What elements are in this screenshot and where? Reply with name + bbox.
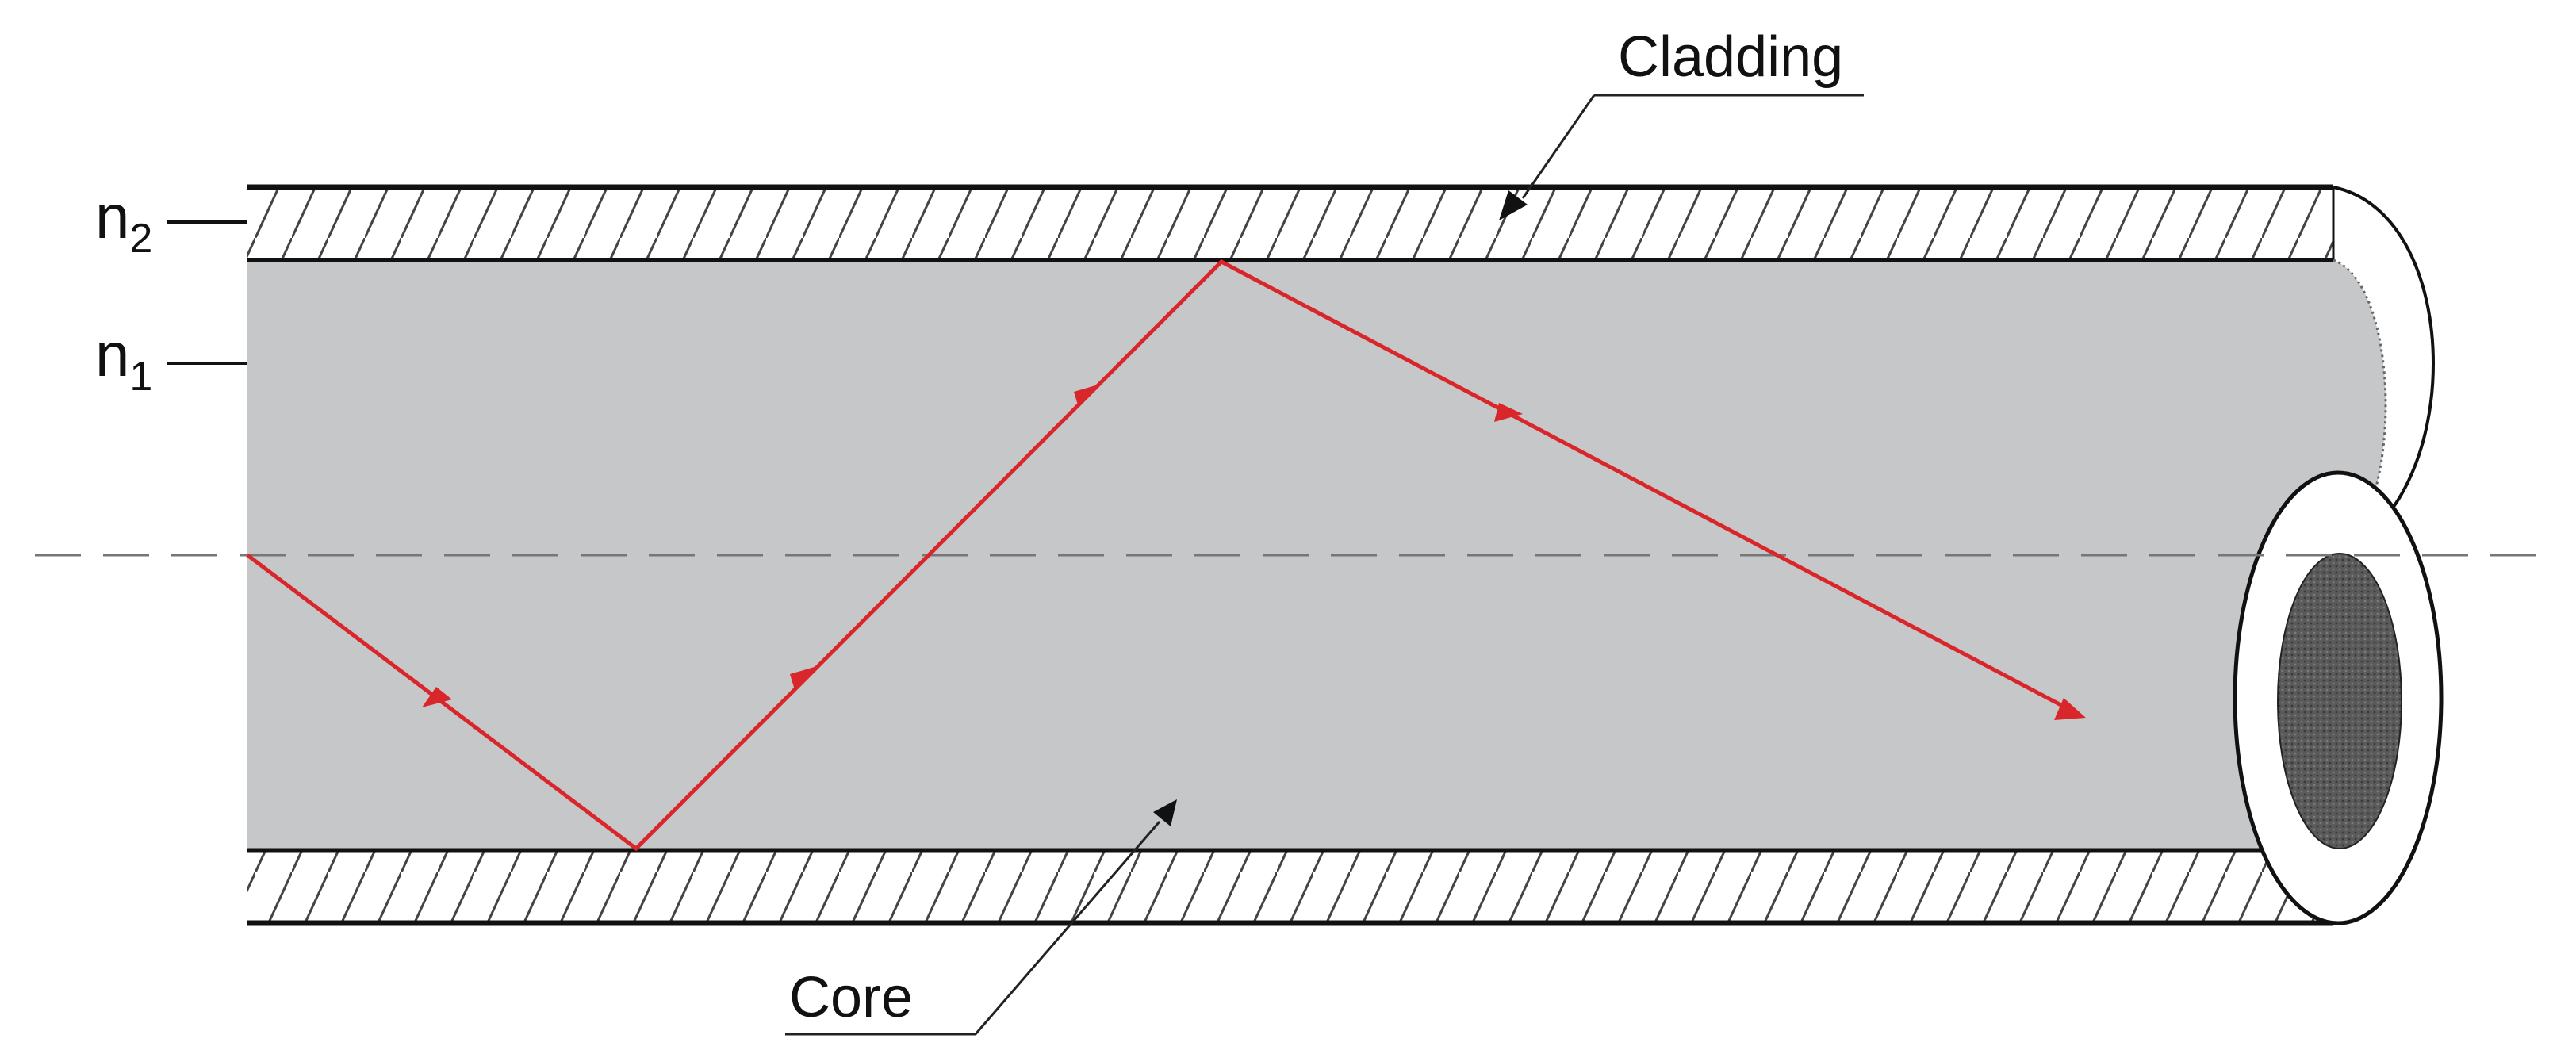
fiber-outline	[247, 184, 2335, 926]
ray-arrow-head	[2054, 698, 2086, 720]
n2-label: n2	[95, 182, 247, 262]
core-region	[247, 260, 2386, 850]
svg-text:Core: Core	[789, 966, 913, 1029]
cladding-top	[247, 187, 2333, 260]
svg-text:n2: n2	[95, 182, 152, 262]
light-ray	[246, 259, 2086, 852]
ray-arrow	[422, 687, 452, 707]
cladding-pointer-arrow	[1499, 190, 1528, 220]
core-callout: Core	[785, 799, 1177, 1036]
fiber-end-face	[2233, 470, 2444, 925]
cladding-callout: Cladding	[1499, 25, 1864, 220]
ray-arrow	[790, 666, 817, 690]
cladding-bottom	[247, 850, 2333, 923]
ray-arrow	[1494, 403, 1523, 422]
svg-text:Cladding: Cladding	[1618, 25, 1843, 89]
core-pointer-arrow	[1153, 799, 1177, 826]
core-end-dotted-edge	[2333, 259, 2387, 557]
svg-text:n1: n1	[95, 320, 152, 400]
n1-label: n1	[95, 320, 247, 400]
ray-arrow	[1074, 384, 1101, 408]
